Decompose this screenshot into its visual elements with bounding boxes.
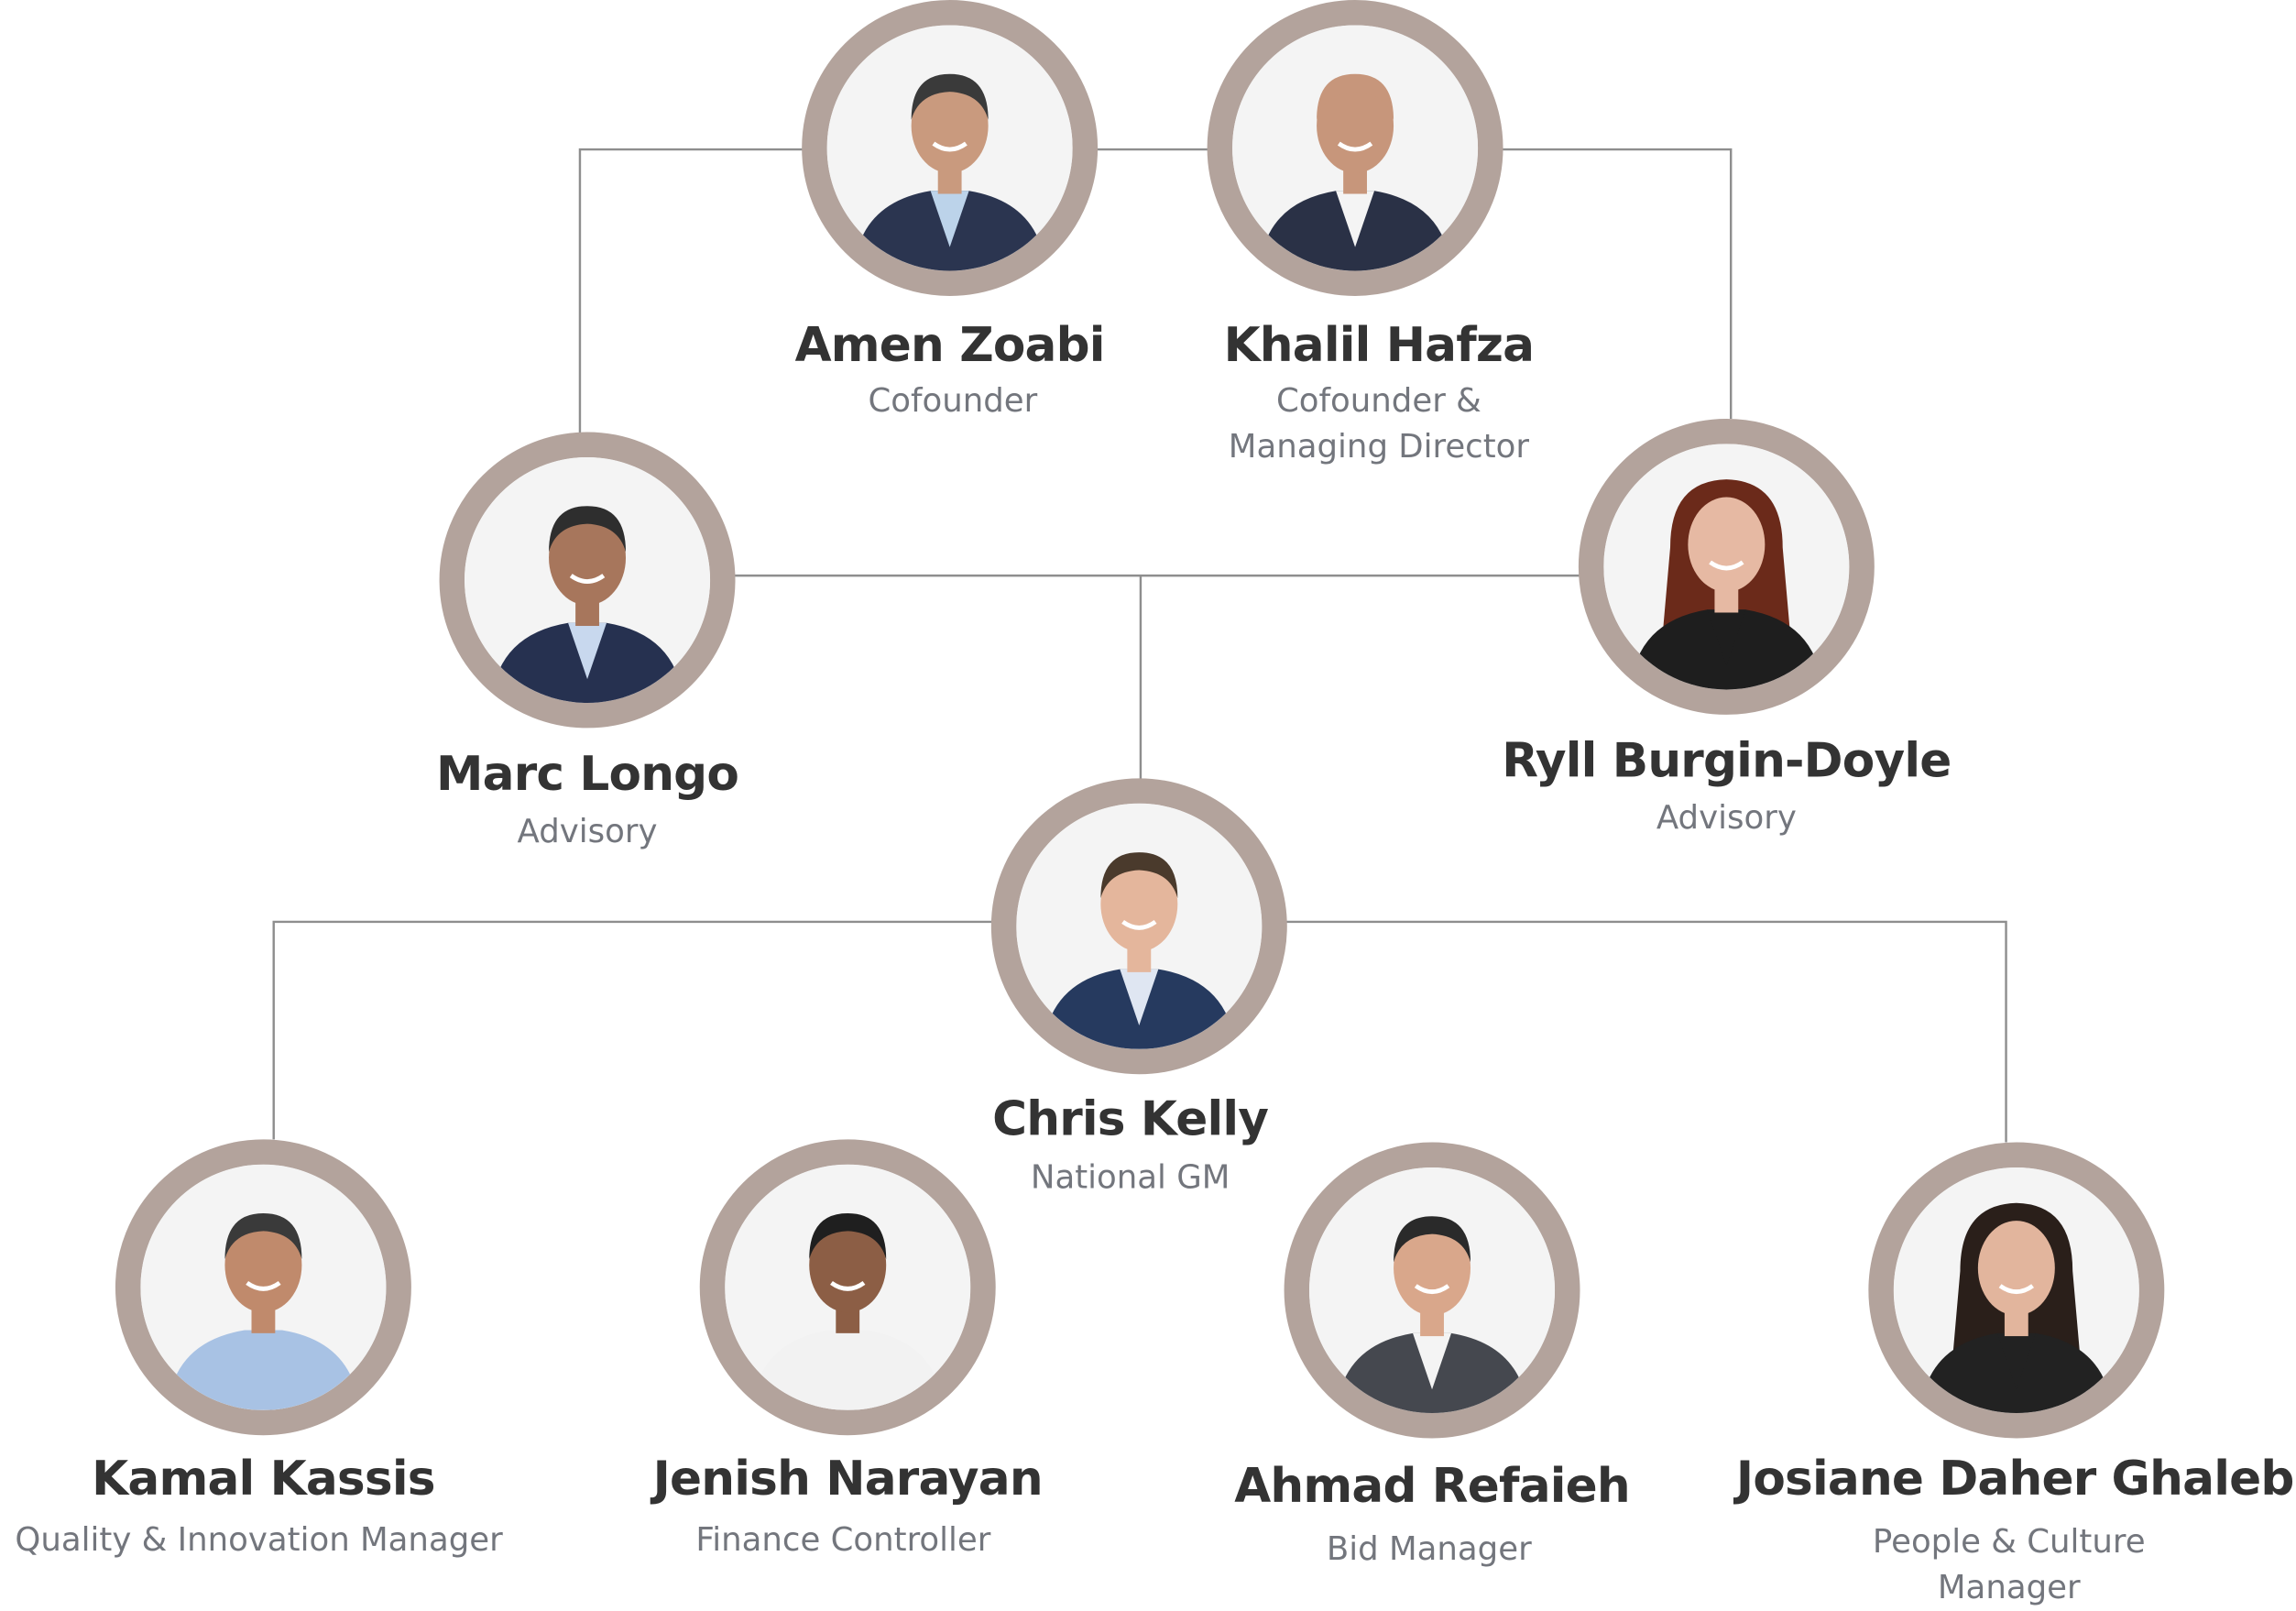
person-portrait (1016, 803, 1263, 1049)
person-title: Quality & Innovation Manager (15, 1522, 503, 1560)
portrait-smile (1121, 919, 1157, 930)
portrait-shirt (1120, 969, 1159, 1025)
portrait-shirt (1996, 1332, 2036, 1390)
person-name: Khalil Hafza (1223, 316, 1535, 373)
person-name: Kamal Kassis (92, 1450, 435, 1507)
portrait-hair (1100, 852, 1178, 899)
person-title: Bid Manager (1326, 1531, 1532, 1569)
portrait-face (224, 1217, 302, 1313)
person-title: Cofounder & Managing Director (1228, 383, 1529, 466)
portrait-smile (1998, 1284, 2035, 1295)
portrait-hair (224, 1213, 302, 1260)
portrait-face (1394, 1221, 1471, 1316)
person-title: Finance Controller (695, 1522, 991, 1560)
portrait-smile (1414, 1284, 1450, 1295)
portrait-smile (830, 1280, 866, 1291)
person-portrait (1309, 1167, 1556, 1414)
portrait-hair (809, 1213, 887, 1260)
person-name: Chris Kelly (992, 1090, 1269, 1147)
person-title: Advisory (517, 814, 658, 851)
portrait-shirt (828, 1330, 868, 1386)
portrait-smile (932, 141, 968, 152)
kamal-photo (115, 1139, 411, 1436)
portrait-face (809, 1217, 887, 1313)
ryll-photo (1578, 418, 1875, 715)
portrait-smile (246, 1280, 281, 1291)
person-portrait (1893, 1167, 2139, 1414)
person-portrait (826, 25, 1073, 271)
person-portrait (1603, 444, 1850, 690)
portrait-shirt (1336, 191, 1375, 247)
person-name: Amen Zoabi (794, 316, 1106, 373)
portrait-hair (549, 506, 627, 553)
person-title: People & Culture Manager (1872, 1524, 2146, 1607)
chris-photo (990, 778, 1287, 1075)
person-portrait (1232, 25, 1479, 271)
portrait-shirt (1413, 1332, 1452, 1390)
portrait-face (911, 78, 989, 173)
person-title: National GM (1030, 1159, 1230, 1198)
khalil-photo (1207, 0, 1503, 296)
portrait-smile (569, 574, 606, 584)
portrait-shirt (930, 191, 969, 247)
portrait-face (1100, 856, 1178, 952)
portrait-face (549, 510, 627, 606)
amen-photo (802, 0, 1099, 296)
person-name: Josiane Daher Ghaleb (1735, 1450, 2294, 1507)
portrait-face (1977, 1221, 2055, 1316)
person-name: Jenish Narayan (652, 1450, 1044, 1507)
person-name: Ryll Burgin-Doyle (1502, 732, 1952, 789)
portrait-smile (1337, 141, 1373, 152)
person-title: Advisory (1656, 800, 1797, 838)
portrait-shirt (1707, 609, 1746, 666)
portrait-face (1688, 497, 1766, 592)
person-portrait (140, 1164, 387, 1410)
person-portrait (725, 1164, 971, 1410)
marc-photo (439, 432, 736, 729)
person-name: Marc Longo (436, 745, 739, 803)
connector-line (578, 148, 1733, 434)
portrait-shirt (568, 622, 607, 680)
josiane-photo (1868, 1142, 2165, 1439)
person-name: Ahmad Refaieh (1234, 1457, 1630, 1514)
portrait-face (1317, 78, 1394, 173)
portrait-shirt (244, 1330, 283, 1386)
person-title: Cofounder (868, 383, 1038, 421)
person-portrait (465, 456, 711, 703)
org-chart: Amen Zoabi Cofounder Khalil Hafza Cofoun… (15, 0, 2294, 1607)
ahmad-photo (1284, 1142, 1580, 1439)
portrait-smile (1709, 560, 1744, 571)
portrait-hair (1317, 73, 1394, 120)
jenish-photo (699, 1139, 996, 1436)
portrait-hair (911, 73, 989, 120)
portrait-hair (1394, 1216, 1471, 1263)
